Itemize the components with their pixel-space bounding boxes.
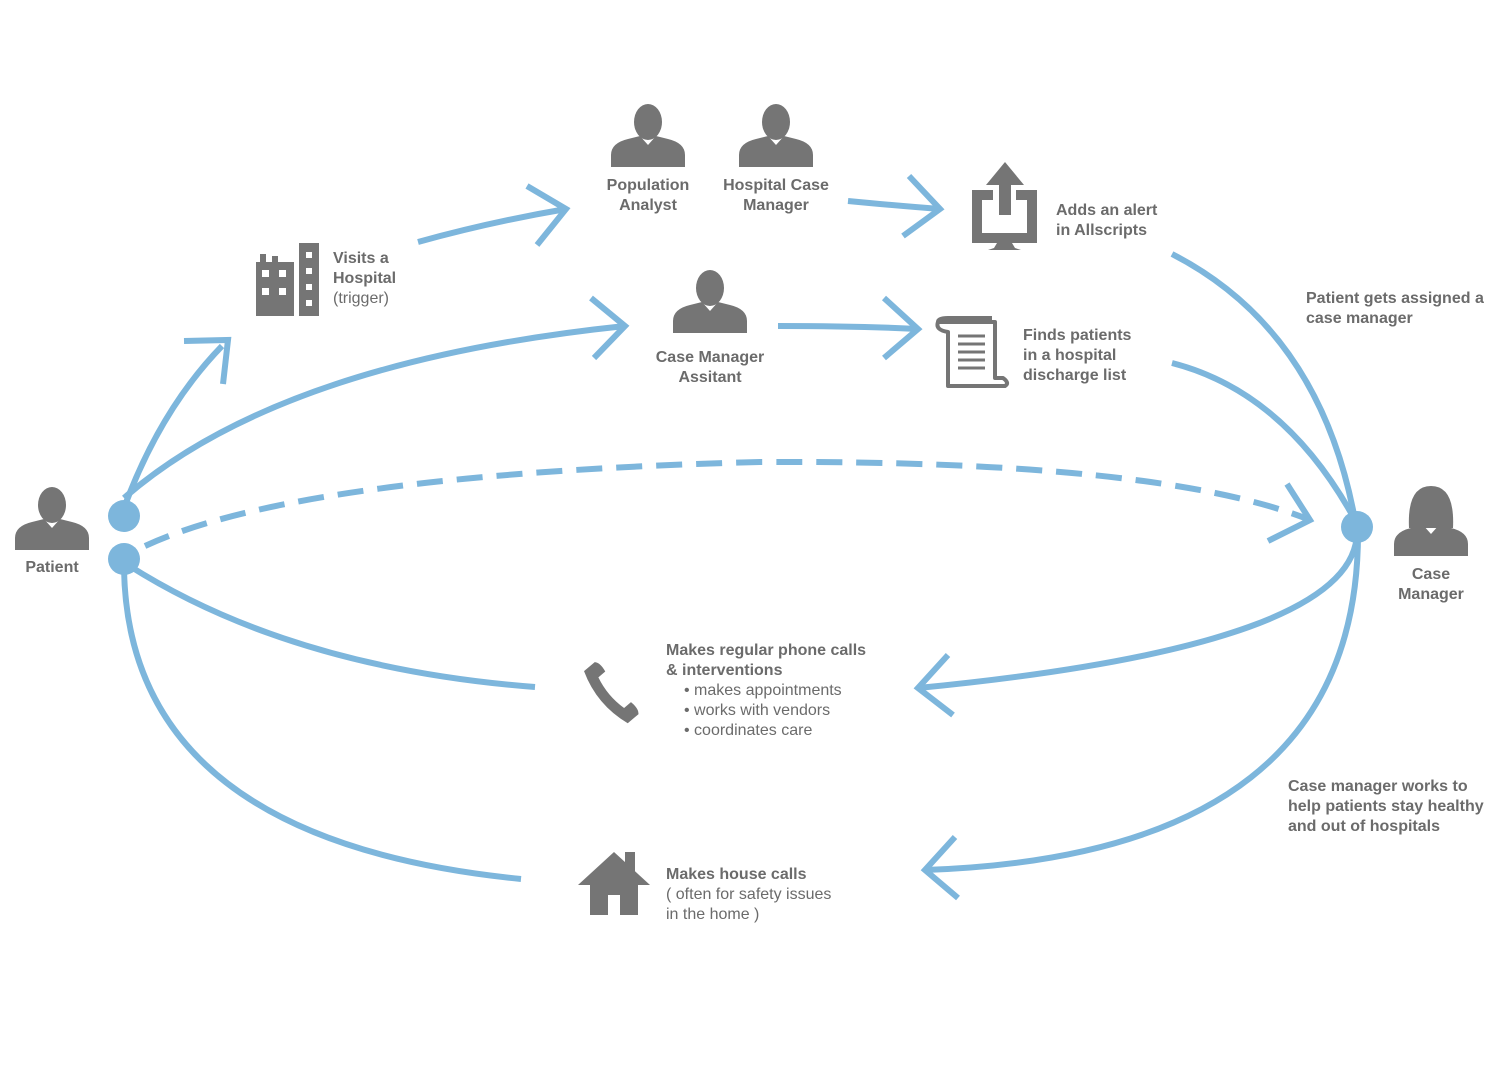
- patient-endpoint-dot-upper: [108, 500, 140, 532]
- case-manager-endpoint-dot: [1341, 511, 1373, 543]
- hospital-case-manager-label: Hospital Case Manager: [723, 177, 829, 214]
- assistant-to-list-connector: [777, 323, 919, 332]
- patient-person-icon: [15, 487, 89, 550]
- patient-to-assistant-arrowhead: [589, 295, 630, 361]
- phone-calls-bullet: • coordinates care: [684, 722, 813, 739]
- alert-to-case-manager-connector: [1170, 251, 1358, 521]
- house-to-patient-connector: [121, 567, 522, 882]
- phone-calls-bullet: • works with vendors: [684, 702, 831, 719]
- visits-hospital-label: Visits a Hospital (trigger): [333, 250, 397, 307]
- patient-to-hospital-connector: [121, 343, 225, 510]
- phone-calls-label: Makes regular phone calls & intervention…: [666, 642, 867, 741]
- list-to-case-manager-connector: [1171, 360, 1358, 522]
- scroll-document-icon: [935, 316, 1010, 388]
- dashed-connector-arrowhead: [1266, 482, 1315, 544]
- patient-assigned-annotation: Patient gets assigned a case manager: [1306, 290, 1484, 327]
- finds-patients-label: Finds patients in a hospital discharge l…: [1023, 327, 1132, 384]
- case-manager-to-phone-connector: [917, 529, 1361, 691]
- phone-to-patient-connector: [126, 562, 536, 690]
- house-calls-label: Makes house calls ( often for safety iss…: [666, 866, 832, 923]
- case-manager-label: Case Manager: [1398, 566, 1464, 603]
- case-manager-assistant-person-icon: [673, 270, 747, 333]
- case-manager-assistant-label: Case Manager Assitant: [655, 349, 765, 386]
- case-manager-to-phone-arrowhead: [913, 652, 955, 718]
- patient-to-hospital-arrowhead: [183, 336, 232, 385]
- patient-to-case-manager-dashed-connector: [143, 458, 1312, 549]
- works-to-help-annotation: Case manager works to help patients stay…: [1288, 778, 1484, 835]
- case-manager-to-house-connector: [924, 529, 1362, 873]
- phone-calls-bullet-list: • makes appointments • works with vendor…: [666, 681, 866, 741]
- patient-label: Patient: [25, 559, 79, 576]
- phone-calls-bullet: • makes appointments: [684, 682, 842, 699]
- house-icon: [578, 852, 650, 915]
- hospital-building-icon: [256, 243, 319, 316]
- upload-monitor-icon: [972, 162, 1037, 250]
- phone-icon: [584, 662, 639, 724]
- population-analyst-label: Population Analyst: [606, 177, 690, 214]
- adds-alert-label: Adds an alert in Allscripts: [1056, 202, 1158, 239]
- case-manager-female-person-icon: [1394, 486, 1468, 556]
- patient-to-assistant-connector: [122, 323, 626, 501]
- hospital-to-analyst-connector: [417, 206, 567, 245]
- patient-endpoint-dot-lower: [108, 543, 140, 575]
- case-manager-to-house-arrowhead: [920, 834, 960, 901]
- population-analyst-person-icon: [611, 104, 685, 167]
- hcm-to-alert-arrowhead: [901, 173, 945, 239]
- hospital-to-analyst-arrowhead: [525, 183, 571, 247]
- assistant-to-list-arrowhead: [881, 295, 923, 361]
- hospital-case-manager-person-icon: [739, 104, 813, 167]
- hcm-to-alert-connector: [847, 198, 941, 212]
